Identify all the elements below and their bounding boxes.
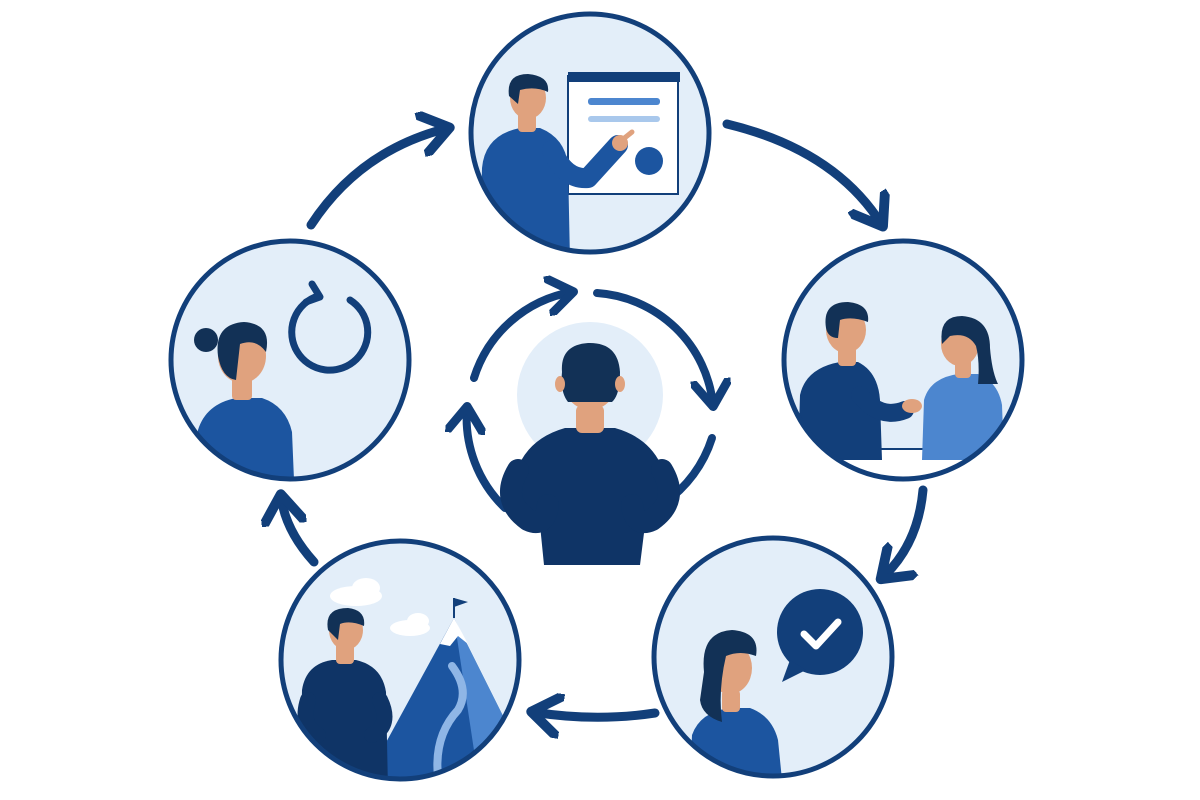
arrow-bottom-left-to-left	[281, 496, 319, 567]
node-conversation	[781, 238, 1025, 482]
flag-icon	[453, 598, 468, 618]
arrow-bottom-right-to-bottom-left	[533, 712, 660, 717]
node-approval	[651, 535, 895, 779]
node-presentation	[468, 11, 712, 255]
arrow-left-to-top	[306, 128, 448, 230]
center-node	[467, 292, 713, 565]
arrow-right-to-bottom-right	[882, 485, 928, 578]
checkmark-speech-bubble-icon	[777, 589, 863, 682]
center-person-back-view	[500, 342, 680, 565]
node-goal	[278, 538, 522, 782]
cloud-icon	[330, 578, 430, 636]
outer-cycle-arrows	[281, 119, 928, 717]
chart-dot-icon	[635, 147, 663, 175]
node-iteration	[168, 238, 412, 482]
arrow-top-to-right	[722, 119, 882, 225]
refresh-icon	[288, 280, 372, 374]
